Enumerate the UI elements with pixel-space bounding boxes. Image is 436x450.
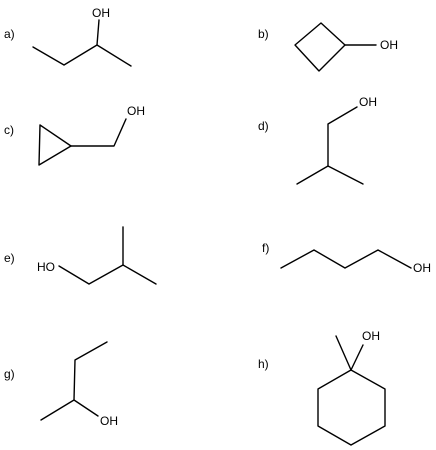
oh-group-label: OH: [92, 6, 110, 20]
molecule-b: b) OH: [258, 22, 398, 72]
item-label-c: c): [4, 123, 14, 137]
oh-group-label: OH: [362, 329, 380, 343]
oh-group-label: OH: [127, 104, 145, 118]
skeleton-bonds: [40, 341, 108, 421]
oh-bond: [73, 399, 99, 417]
oh-group-label: OH: [380, 38, 398, 52]
molecule-h: h) OH: [258, 329, 386, 446]
oh-bond: [350, 344, 364, 371]
item-label-b: b): [258, 27, 269, 41]
skeleton-bonds: [58, 264, 157, 285]
item-label-f: f): [262, 241, 269, 255]
ring-bonds: [294, 22, 346, 72]
oh-group-label: OH: [359, 95, 377, 109]
oh-group-label: OH: [413, 261, 431, 275]
chain-bonds: [327, 106, 358, 167]
molecule-d: d) OH: [258, 95, 377, 185]
methyl-bond: [335, 335, 352, 371]
item-label-h: h): [258, 357, 269, 371]
ring-bonds: [38, 124, 72, 166]
molecule-c: c) OH: [4, 104, 145, 166]
item-label-d: d): [258, 119, 269, 133]
oh-bond: [96, 19, 100, 46]
molecule-e: e) HO: [4, 226, 157, 285]
skeleton-bonds: [32, 44, 132, 67]
item-label-e: e): [4, 251, 15, 265]
skeleton-bonds: [296, 165, 364, 185]
side-chain-bonds: [70, 118, 127, 147]
item-label-a: a): [4, 27, 15, 41]
skeleton-bonds: [280, 249, 412, 269]
ring-bonds: [317, 369, 386, 446]
oh-group-label: OH: [100, 414, 118, 428]
molecule-a: a) OH: [4, 6, 132, 67]
molecule-g: g) OH: [4, 341, 118, 428]
item-label-g: g): [4, 367, 15, 381]
oh-group-label: HO: [37, 260, 55, 274]
molecule-f: f) OH: [262, 241, 431, 275]
